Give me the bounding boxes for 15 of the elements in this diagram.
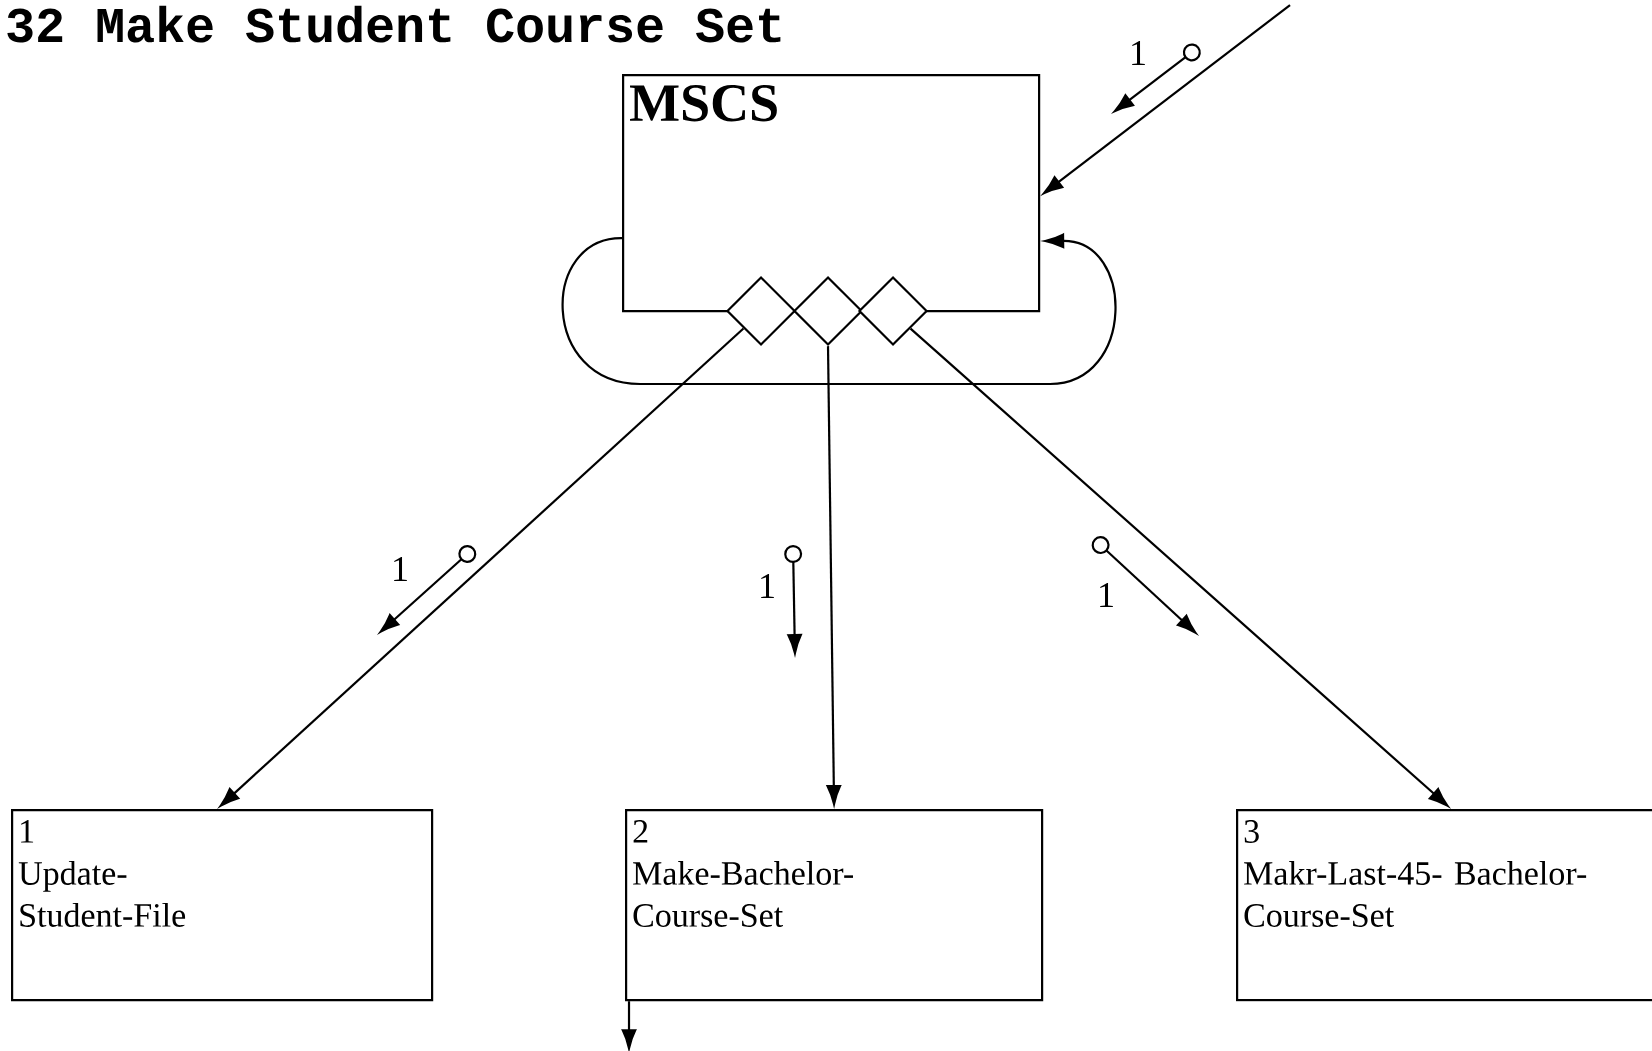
arrow [219, 327, 745, 807]
process-box: 3 Makr-Last-45- Bachelor-Course-Set [1236, 809, 1652, 1002]
process-box: MSCS [622, 74, 1041, 313]
arrow [1043, 4, 1291, 195]
process-box: 1 Update- Student-File [11, 809, 434, 1002]
arrow [826, 346, 842, 806]
coupling-number: 1 [394, 557, 407, 581]
coupling-number: 1 [1132, 41, 1145, 65]
process-box: 2 Make-Bachelor- Course-Set [625, 809, 1044, 1002]
coupling-number: 1 [1100, 583, 1113, 607]
arrow [909, 327, 1449, 807]
arrow [561, 233, 1117, 386]
coupling-number: 1 [761, 574, 774, 598]
arrow [621, 1001, 637, 1050]
title: 32 Make Student Course Set [7, 5, 781, 43]
